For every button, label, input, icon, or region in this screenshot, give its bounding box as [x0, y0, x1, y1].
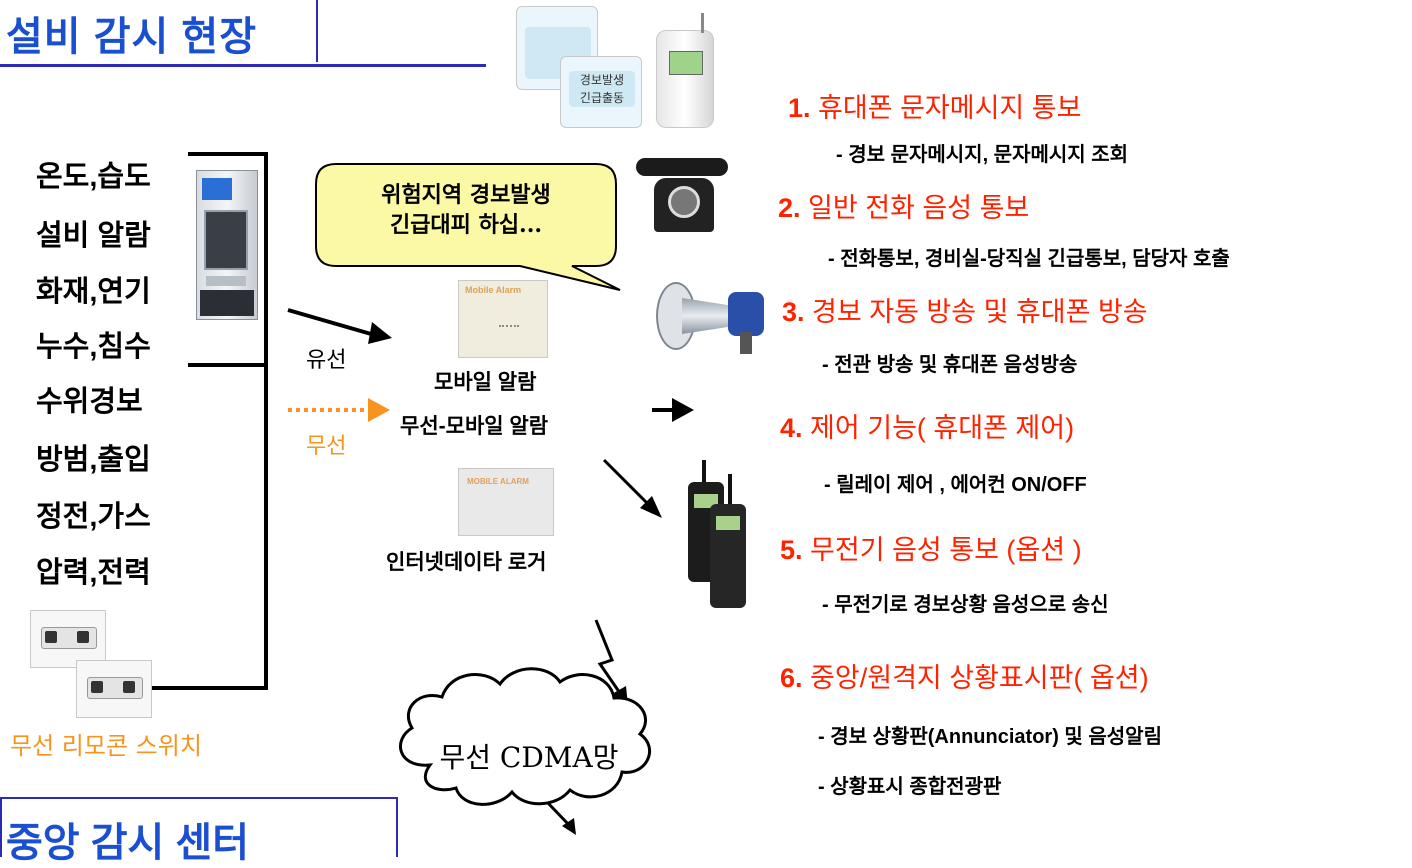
- remote-switch-image: [76, 660, 152, 718]
- feature-6-title: 6. 중앙/원격지 상황표시판( 옵션): [780, 663, 1149, 693]
- feature-3-sub: - 전관 방송 및 휴대폰 음성방송: [822, 354, 1078, 376]
- data-logger-label: 인터넷데이타 로거: [386, 551, 547, 574]
- feature-1-sub: - 경보 문자메시지, 문자메시지 조회: [836, 144, 1129, 166]
- sensor-item: 수위경보: [36, 386, 143, 418]
- alarm-callout-text: 위험지역 경보발생 긴급대피 하십...: [316, 180, 616, 240]
- wired-label: 유선: [306, 347, 347, 372]
- feature-2-title: 2. 일반 전화 음성 통보: [778, 193, 1030, 223]
- title-underline: [0, 64, 486, 67]
- feature-6-sub: - 상황표시 종합전광판: [818, 776, 1002, 798]
- wired-arrow-head: [368, 322, 392, 344]
- radio-arrow: [602, 458, 652, 508]
- wireless-arrow-head: [368, 398, 390, 422]
- mobile-alarm-device: Mobile Alarm: [458, 280, 548, 358]
- sensor-item: 설비 알람: [36, 220, 151, 252]
- feature-5-sub: - 무전기로 경보상황 음성으로 송신: [822, 594, 1109, 616]
- sensor-item: 온도,습도: [36, 161, 151, 193]
- sms-line-1: 경보발생: [579, 73, 625, 87]
- feature-3-title: 3. 경보 자동 방송 및 휴대폰 방송: [782, 297, 1148, 327]
- data-logger-device: MOBILE ALARM: [458, 468, 554, 536]
- mobile-alarm-panel-label: Mobile Alarm: [465, 285, 522, 295]
- remote-switch-image: [30, 610, 106, 668]
- walkie-talkie-image: [680, 460, 752, 610]
- remote-switch-label: 무선 리모콘 스위치: [10, 732, 202, 760]
- mobile-phone-image: [656, 13, 714, 128]
- sensor-item: 방범,출입: [36, 444, 151, 476]
- feature-4-sub: - 릴레이 제어 , 에어컨 ON/OFF: [824, 474, 1087, 496]
- logger-panel-label: MOBILE ALARM: [467, 477, 529, 486]
- wireless-label: 무선: [306, 433, 347, 458]
- title-box: [0, 0, 318, 62]
- cdma-cloud: [398, 667, 652, 806]
- cdma-bolt-in: [594, 619, 624, 697]
- feature-1-title: 1. 휴대폰 문자메시지 통보: [788, 93, 1082, 123]
- callout-line-1: 위험지역 경보발생: [381, 182, 551, 208]
- sensor-bracket: [150, 152, 268, 690]
- radio-arrow-head: [640, 496, 662, 518]
- feature-6-sub: - 경보 상황판(Annunciator) 및 음성알림: [818, 726, 1162, 748]
- cnc-machine-image: [190, 170, 264, 320]
- wireless-mobile-alarm-label: 무선-모바일 알람: [400, 415, 549, 438]
- bottom-title-box: [0, 797, 398, 857]
- callout-line-2: 긴급대피 하십...: [389, 212, 543, 238]
- alarm-callout: [315, 163, 621, 291]
- feature-2-sub: - 전화통보, 경비실-당직실 긴급통보, 담당자 호출: [828, 248, 1230, 270]
- feature-arrow-head: [672, 398, 694, 422]
- feature-4-title: 4. 제어 기능( 휴대폰 제어): [780, 413, 1075, 443]
- page-title: 설비 감시 현장: [6, 15, 258, 59]
- cdma-network-label: 무선 CDMA망: [439, 741, 619, 774]
- sms-phone-image: 경보발생 긴급출동: [560, 56, 642, 128]
- sensor-item: 화재,연기: [36, 276, 151, 308]
- sensor-item: 누수,침수: [36, 331, 151, 363]
- feature-5-title: 5. 무전기 음성 통보 (옵션 ): [780, 535, 1082, 565]
- mobile-alarm-label: 모바일 알람: [434, 371, 537, 394]
- diagram-connectors: [150, 152, 694, 835]
- sensor-item: 정전,가스: [36, 501, 151, 533]
- telephone-image: [630, 148, 734, 238]
- megaphone-image: [656, 276, 774, 358]
- wired-arrow: [287, 308, 379, 338]
- sms-line-2: 긴급출동: [579, 91, 625, 105]
- sensor-item: 압력,전력: [36, 557, 151, 589]
